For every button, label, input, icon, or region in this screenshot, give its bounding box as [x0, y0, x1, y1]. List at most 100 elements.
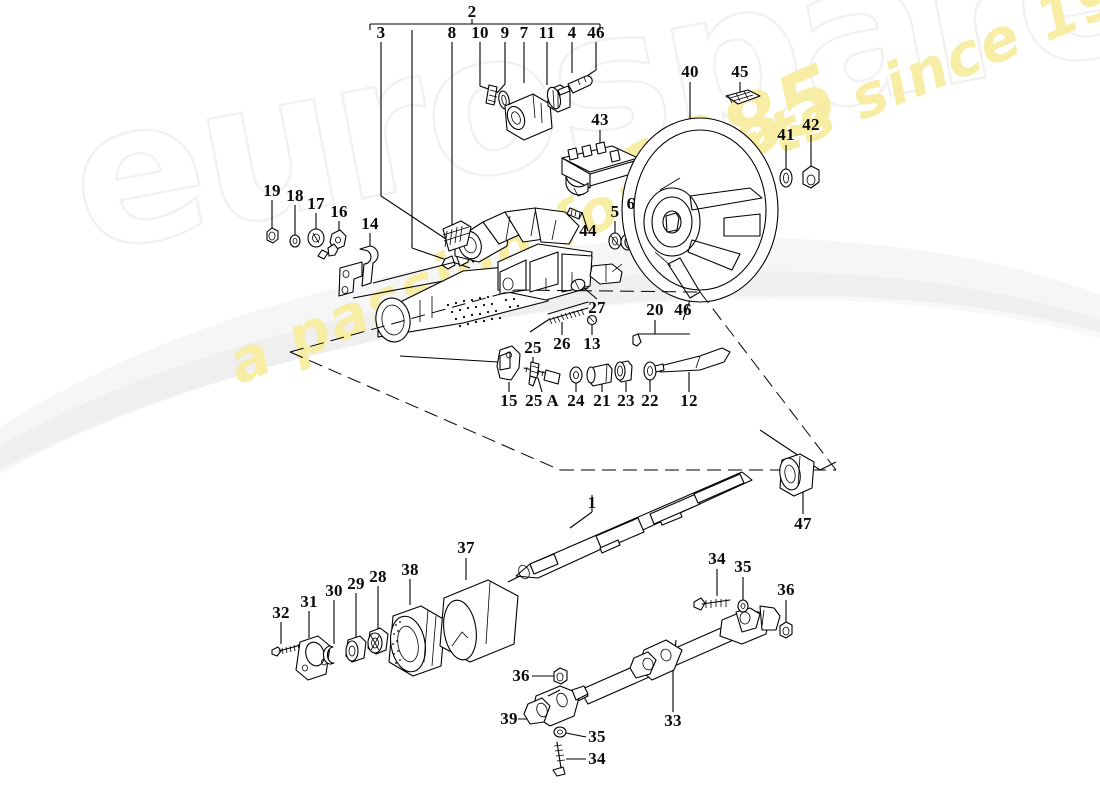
- part-25a-pin: [528, 361, 543, 393]
- callout-7: 7: [519, 23, 529, 42]
- part-19-nut: [266, 200, 279, 244]
- part-41-lockwasher: [779, 145, 793, 188]
- callout-36: 36: [512, 666, 530, 685]
- part-1-steering-shaft: [515, 471, 753, 580]
- part-37-tube-cover: [439, 558, 519, 663]
- callout-36: 36: [777, 580, 795, 599]
- part-10-pin: [485, 84, 499, 106]
- part-38-seal-ring: [388, 579, 446, 677]
- part-15-lever-bracket: [399, 345, 521, 392]
- callout-8: 8: [447, 23, 457, 42]
- part-7-lock-cylinder: [504, 93, 553, 141]
- part-13-ball: [586, 314, 598, 335]
- callout-21: 21: [593, 391, 611, 410]
- callout-12: 12: [680, 391, 698, 410]
- callout-37: 37: [457, 538, 475, 557]
- part-36-nut-right: [779, 600, 793, 639]
- callout-4: 4: [567, 23, 577, 42]
- callout-14: 14: [361, 214, 379, 233]
- callout-27: 27: [588, 298, 606, 317]
- part-28-bearing: [367, 586, 389, 655]
- splined-shaft-end: [442, 220, 472, 252]
- part-4-key: [557, 75, 593, 96]
- part-12-lever-arm: [654, 347, 731, 392]
- callout-2: 2: [467, 2, 477, 21]
- part-27-bushing: [570, 278, 598, 300]
- callout-44: 44: [579, 221, 597, 240]
- part-35-washer-upper: [737, 577, 749, 613]
- callout-28: 28: [369, 567, 387, 586]
- group-bracket-2: [369, 19, 601, 30]
- callout-19: 19: [263, 181, 281, 200]
- callout-35: 35: [734, 557, 752, 576]
- callout-29: 29: [347, 574, 365, 593]
- part-42-nut: [802, 135, 820, 189]
- callout-16: 16: [330, 202, 348, 221]
- callout-10: 10: [471, 23, 489, 42]
- callout-35: 35: [588, 727, 606, 746]
- part-34-bolt-lower: [552, 741, 586, 777]
- callout-11: 11: [538, 23, 556, 42]
- callout-17: 17: [307, 194, 325, 213]
- callout-3: 3: [376, 23, 386, 42]
- part-23-bushing: [614, 360, 633, 392]
- callout-34: 34: [588, 749, 606, 768]
- part-29-bushing: [345, 593, 367, 663]
- callout-25: 25: [524, 338, 542, 357]
- part-22-washer: [643, 361, 657, 392]
- part-20-46-lock-pieces: [632, 299, 691, 347]
- callout-6: 6: [626, 194, 636, 213]
- callout-34: 34: [708, 549, 726, 568]
- callout-42: 42: [802, 115, 820, 134]
- callout-13: 13: [583, 334, 601, 353]
- seal-knurl: [392, 621, 401, 664]
- callout-45: 45: [731, 62, 749, 81]
- callout-20: 20: [646, 300, 664, 319]
- part-18-washer: [289, 205, 301, 248]
- callout-47: 47: [794, 514, 812, 533]
- callout-24: 24: [567, 391, 585, 410]
- callout-43: 43: [591, 110, 609, 129]
- part-34-bolt-upper: [693, 569, 731, 611]
- part-5-washer: [608, 221, 622, 250]
- callout-46: 46: [674, 300, 692, 319]
- callout-18: 18: [286, 186, 304, 205]
- part-30-circlip: [322, 600, 335, 665]
- callout-9: 9: [500, 23, 510, 42]
- callout-5: 5: [610, 202, 620, 221]
- part-47-bearing: [779, 453, 815, 514]
- callout-33: 33: [664, 711, 682, 730]
- part-16-lever: [317, 221, 347, 260]
- callout-1: 1: [587, 493, 597, 512]
- callout-26: 26: [553, 334, 571, 353]
- group-1-boundary: [289, 289, 837, 529]
- callout-38: 38: [401, 560, 419, 579]
- part-45-emblem: [725, 82, 761, 105]
- part-35-washer-lower: [553, 726, 587, 738]
- part-31-flange: [295, 611, 331, 681]
- callout-40: 40: [681, 62, 699, 81]
- callout-23: 23: [617, 391, 635, 410]
- callout-31: 31: [300, 592, 318, 611]
- part-26-spring: [529, 301, 589, 335]
- part-17-bushing: [307, 213, 325, 248]
- callout-15: 15: [500, 391, 518, 410]
- jacket-knurl-pattern: [446, 295, 520, 328]
- callout-46: 46: [587, 23, 605, 42]
- part-32-bolt: [271, 622, 302, 657]
- part-24-washer: [569, 366, 583, 392]
- part-43-combination-switch: [561, 130, 639, 232]
- part-39-universal-joint: [518, 685, 589, 727]
- callout-32: 32: [272, 603, 290, 622]
- callout-30: 30: [325, 581, 343, 600]
- callout-25-a: 25 A: [525, 391, 559, 410]
- misc-leaders: [507, 575, 561, 697]
- callout-39: 39: [500, 709, 518, 728]
- part-21-sleeve: [586, 363, 613, 392]
- callout-41: 41: [777, 125, 795, 144]
- part-40-steering-wheel: [621, 82, 779, 303]
- part-36-nut-left: [532, 667, 568, 685]
- callout-22: 22: [641, 391, 659, 410]
